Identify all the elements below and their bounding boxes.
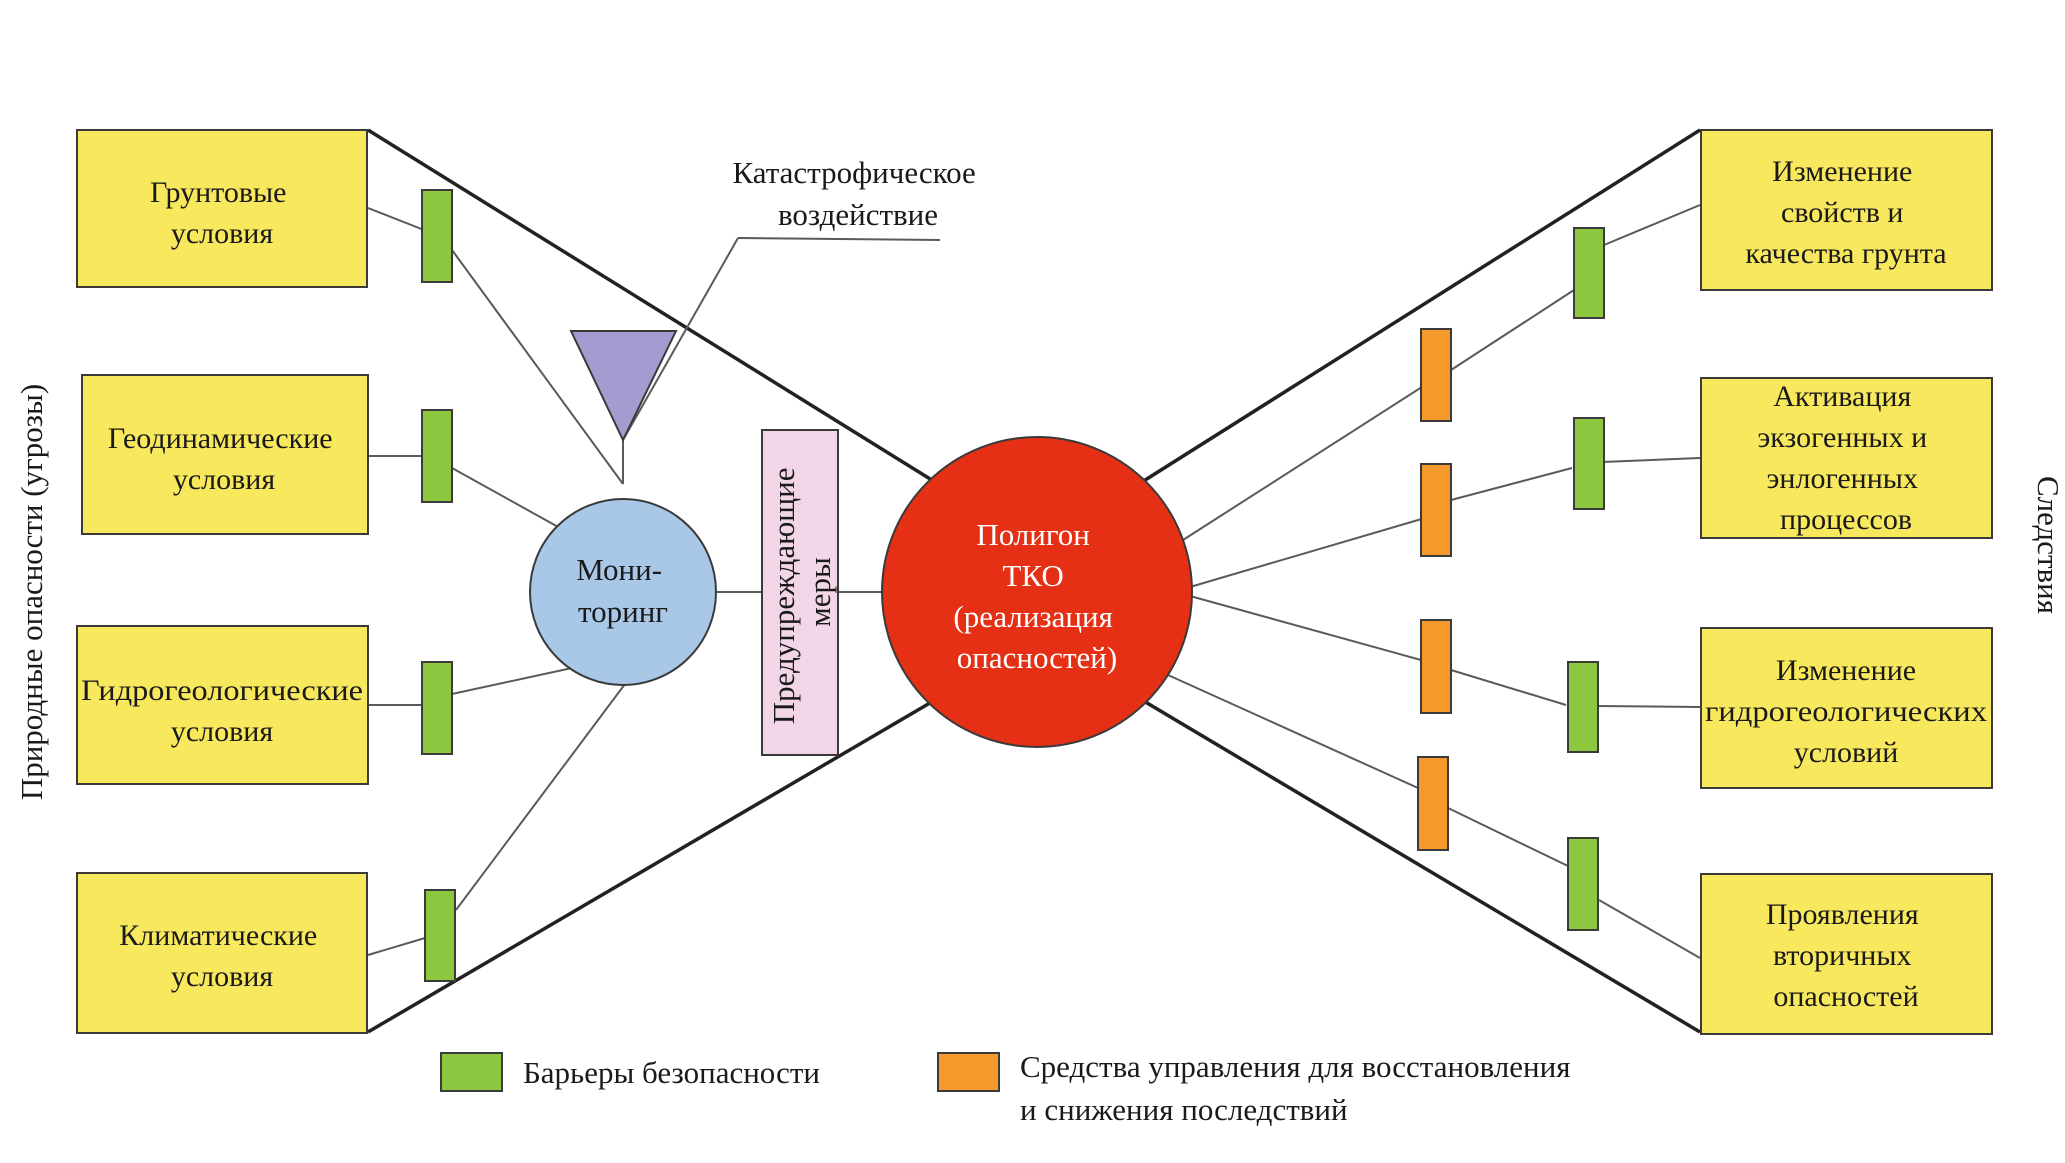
threat-box-hydrogeological [76, 625, 369, 785]
consequence-label-processes: Активация экзогенных и энлогенных процес… [1757, 380, 1934, 536]
safety-barrier [1573, 227, 1605, 319]
safety-barrier [421, 661, 453, 755]
threat-label-hydrogeological-line2: условия [171, 715, 274, 748]
legend-control-label: Средства управления для восстановления и… [1020, 1049, 1578, 1127]
legend-control-swatch [937, 1052, 1000, 1092]
consequence-box-hydrogeology [1700, 627, 1993, 789]
safety-barriers [421, 189, 1605, 982]
consequence-label-hydrogeology-line2: гидрогеологических [1705, 695, 1987, 728]
preventive-measures-box [761, 429, 839, 756]
control-measure [1417, 756, 1449, 851]
consequence-label-hydrogeology-line3: условий [1794, 736, 1899, 769]
left-connectors [367, 207, 941, 956]
control-measure [1420, 463, 1452, 557]
threat-box-climatic [76, 872, 368, 1034]
consequence-box-soil-properties [1700, 129, 1993, 291]
consequence-label-hydrogeology: Изменение [1776, 654, 1916, 687]
threat-label-hydrogeological: Гидрогеологические [81, 674, 363, 707]
right-connectors [1167, 204, 1701, 959]
consequence-label-secondary-hazards: Проявления вторичных опасностей [1766, 898, 1926, 1013]
legend: Барьеры безопасности Средства управления… [440, 1049, 1578, 1127]
bow-tie-outline [367, 128, 1701, 1034]
legend-barrier-label: Барьеры безопасности [523, 1055, 820, 1090]
safety-barrier [424, 889, 456, 982]
consequence-label-soil-properties: Изменение свойств и качества грунта [1745, 155, 1946, 270]
consequence-box-secondary-hazards [1700, 873, 1993, 1035]
control-measures [1417, 328, 1452, 851]
safety-barrier [1567, 661, 1599, 753]
landfill-label: Полигон ТКО (реализация опасностей) [953, 517, 1120, 675]
catastrophic-impact-triangle [569, 330, 678, 443]
threat-label-geodynamic: Геодинамические условия [108, 422, 340, 496]
monitoring-circle [529, 498, 717, 686]
preventive-measures-label: Предупреждающие меры [766, 460, 837, 724]
consequence-boxes: Изменение свойств и качества грунта Акти… [1700, 129, 1993, 1035]
safety-barrier [1573, 417, 1605, 510]
legend-barrier-swatch [440, 1052, 503, 1092]
safety-barrier [1567, 837, 1599, 931]
control-measure [1420, 619, 1452, 714]
threat-box-soil [76, 129, 368, 288]
threat-label-climatic: Климатические условия [119, 919, 324, 993]
safety-barrier [421, 189, 453, 283]
consequence-box-processes [1700, 377, 1993, 539]
control-measure [1420, 328, 1452, 422]
threats-side-label: Природные опасности (угрозы) [14, 384, 49, 800]
catastrophic-impact-label: Катастрофическое воздействие [732, 155, 983, 232]
threat-boxes: Грунтовые условия Геодинамические услови… [76, 129, 369, 1034]
consequences-side-label: Следствия [2031, 476, 2065, 614]
monitoring-label: Мони- торинг [576, 552, 670, 629]
threat-label-soil: Грунтовые условия [150, 176, 294, 250]
threat-box-geodynamic [81, 374, 369, 535]
landfill-circle [881, 436, 1193, 748]
safety-barrier [421, 409, 453, 503]
